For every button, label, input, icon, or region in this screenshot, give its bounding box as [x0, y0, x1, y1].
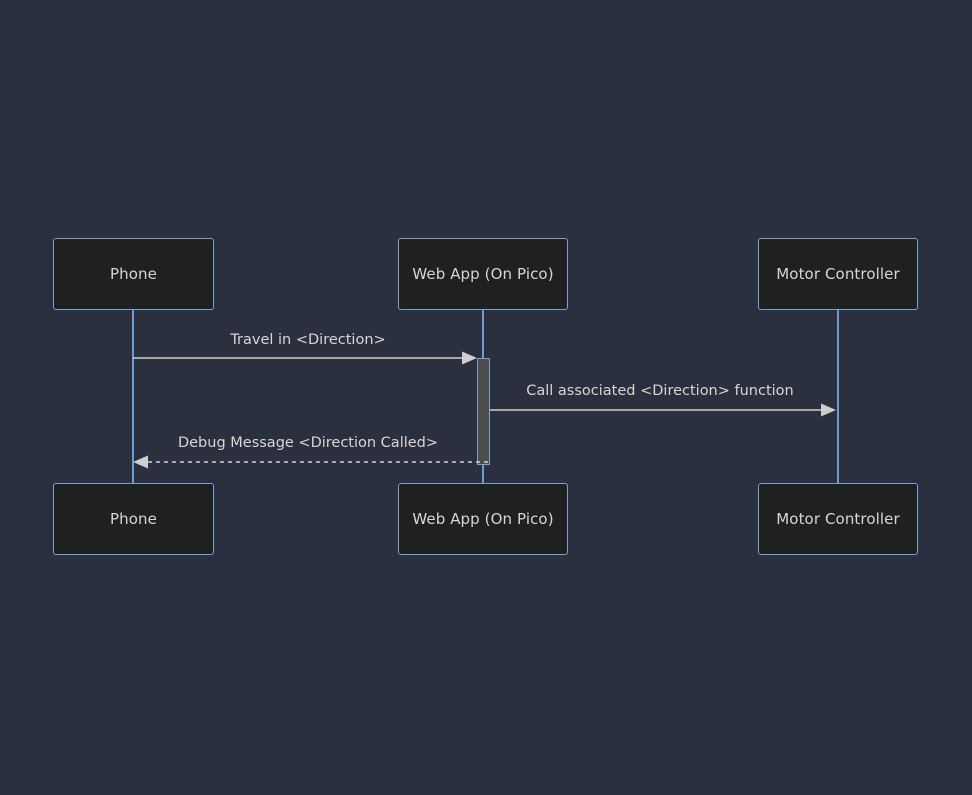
lifeline-motor [837, 310, 839, 484]
message-label-travel: Travel in <Direction> [230, 332, 386, 348]
participant-label-motor-top: Motor Controller [776, 265, 900, 283]
message-label-debug: Debug Message <Direction Called> [177, 435, 439, 451]
participant-box-webapp-top[interactable]: Web App (On Pico) [398, 238, 568, 310]
message-arrow-travel [133, 351, 477, 365]
participant-box-phone-bottom[interactable]: Phone [53, 483, 214, 555]
message-label-call-function: Call associated <Direction> function [526, 383, 794, 399]
message-arrow-call-function [490, 403, 836, 417]
lifeline-phone [132, 310, 134, 484]
participant-box-webapp-bottom[interactable]: Web App (On Pico) [398, 483, 568, 555]
participant-label-phone-bottom: Phone [110, 510, 157, 528]
participant-label-webapp-top: Web App (On Pico) [412, 265, 554, 283]
participant-label-webapp-bottom: Web App (On Pico) [412, 510, 554, 528]
participant-box-phone-top[interactable]: Phone [53, 238, 214, 310]
activation-bar-webapp [477, 358, 490, 465]
participant-box-motor-top[interactable]: Motor Controller [758, 238, 918, 310]
message-arrow-debug [133, 455, 488, 469]
participant-box-motor-bottom[interactable]: Motor Controller [758, 483, 918, 555]
participant-label-motor-bottom: Motor Controller [776, 510, 900, 528]
participant-label-phone-top: Phone [110, 265, 157, 283]
